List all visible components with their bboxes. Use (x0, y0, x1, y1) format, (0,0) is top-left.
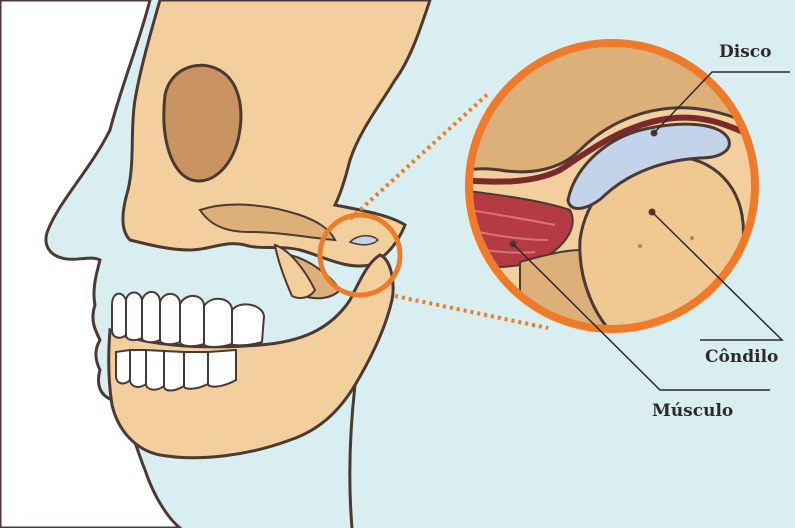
upper-tooth (232, 304, 264, 345)
condyle-spot (638, 244, 642, 248)
upper-tooth (204, 299, 232, 347)
upper-tooth (142, 292, 160, 342)
lower-tooth (208, 350, 236, 387)
upper-tooth (112, 294, 126, 338)
label-condilo: Côndilo (705, 349, 778, 366)
label-disco: Disco (719, 44, 771, 61)
upper-tooth (160, 294, 180, 344)
upper-tooth (126, 293, 142, 341)
lower-tooth (184, 352, 208, 389)
condyle-spot (690, 236, 694, 240)
lower-tooth (130, 350, 146, 387)
lower-tooth (116, 350, 130, 383)
lower-tooth (146, 350, 164, 390)
lower-teeth (116, 350, 236, 391)
upper-tooth (180, 296, 204, 346)
label-musculo: Músculo (652, 403, 733, 420)
lower-tooth (164, 351, 184, 391)
